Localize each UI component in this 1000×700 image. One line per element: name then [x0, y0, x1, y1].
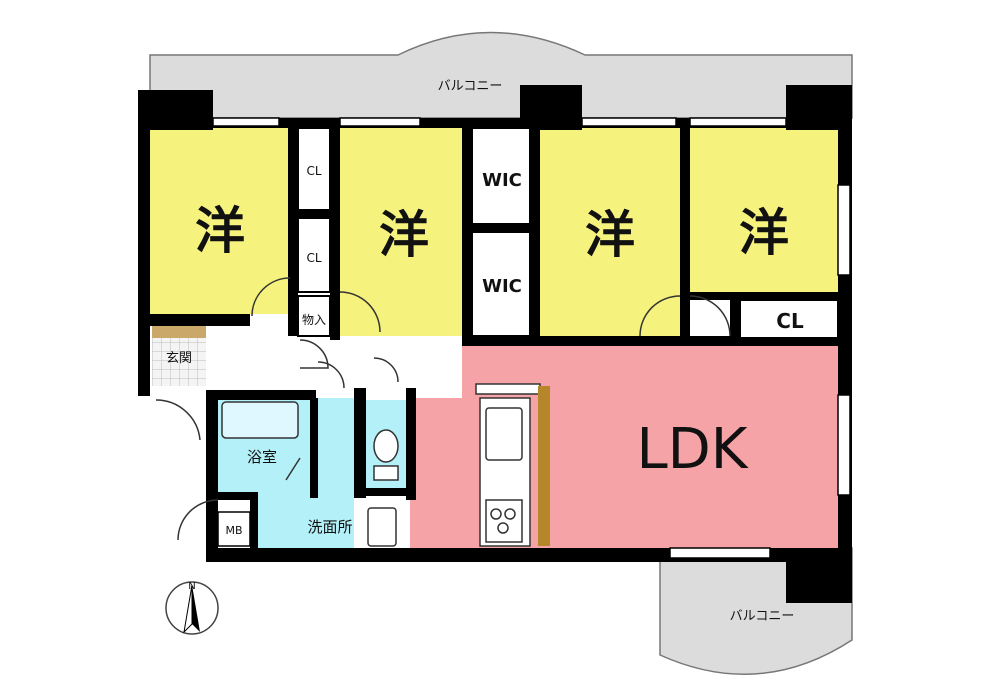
counter-bar [538, 386, 550, 546]
western-room-3 [540, 128, 680, 336]
bathroom-label: 浴室 [247, 448, 277, 466]
mb-label: MB [225, 524, 242, 537]
door-swings [155, 277, 731, 541]
cl-label-2: CL [306, 251, 321, 265]
balcony-top-label: バルコニー [438, 79, 503, 94]
western-label-3: 洋 [585, 206, 635, 264]
bathtub [221, 401, 299, 439]
wic-label-1: WIC [482, 170, 522, 191]
ldk-room [410, 344, 838, 548]
cl-label-big: CL [776, 309, 804, 333]
windows [212, 117, 851, 559]
entrance-label: 玄関 [166, 351, 192, 366]
compass-label: N [188, 581, 195, 592]
sink [485, 407, 523, 461]
western-label-2: 洋 [379, 206, 429, 264]
western-room-1 [150, 128, 290, 314]
ldk-label: LDK [636, 417, 748, 482]
wic-label-2: WIC [482, 276, 522, 297]
washroom-label: 洗面所 [307, 518, 352, 536]
entrance-step [152, 326, 206, 338]
mb-box [217, 511, 251, 547]
western-label-1: 洋 [195, 202, 245, 260]
western-room-2 [338, 128, 464, 336]
western-label-4: 洋 [739, 204, 789, 262]
cl-label-1: CL [306, 164, 321, 178]
compass-icon: N [165, 581, 219, 635]
western-room-4 [690, 128, 838, 298]
storage-label: 物入 [302, 313, 326, 327]
balcony-top [149, 31, 853, 119]
washbasin [367, 507, 397, 547]
toilet [373, 429, 399, 463]
closets [297, 127, 839, 339]
fixtures [221, 383, 541, 547]
balcony-bottom-label: バルコニー [730, 609, 795, 624]
stove [485, 499, 523, 543]
